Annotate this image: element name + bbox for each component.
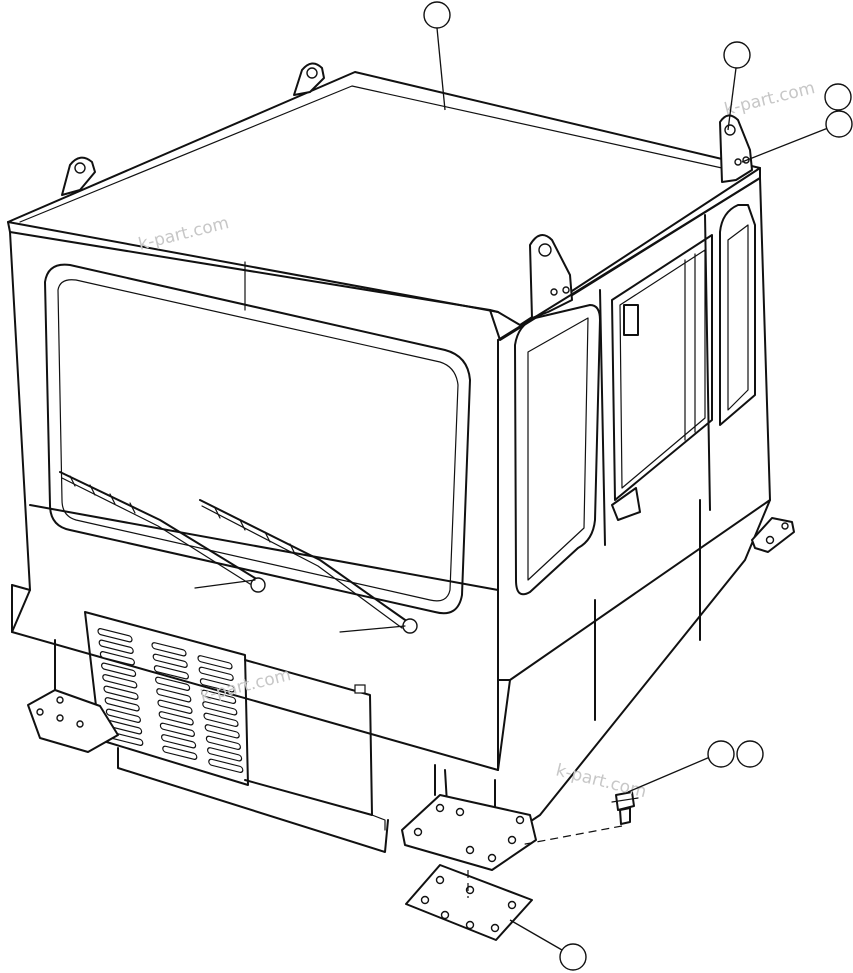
wiper-right (199, 499, 418, 634)
side-window-front (514, 304, 601, 596)
watermark-2: k-part.com (722, 78, 817, 120)
grille-louvre (197, 655, 233, 670)
grille-louvre (157, 699, 193, 714)
watermark-4: k-part.com (554, 760, 649, 802)
grille-louvre (151, 642, 187, 657)
front-mount-pad-left (27, 689, 119, 753)
lift-eye-rear-right (719, 114, 753, 183)
callout-roof (423, 1, 451, 111)
grille-louvre (104, 697, 140, 712)
grille-louvre (208, 758, 244, 774)
grille-louvre (153, 665, 189, 680)
callout-mount-bolt-a (627, 740, 735, 793)
grille-louvre (205, 735, 241, 751)
grille-louvre (159, 722, 195, 737)
front-mount-pad-right (401, 794, 537, 871)
grille-louvre (102, 674, 138, 689)
mounting-bolt (611, 791, 639, 825)
grille-louvre (201, 689, 237, 705)
grille-louvre (198, 666, 234, 682)
side-window-rear (719, 204, 756, 426)
grille-louvre (158, 711, 194, 726)
side-door-window (611, 234, 713, 521)
grille-louvre (199, 678, 235, 693)
grille-louvre (99, 651, 136, 666)
grille-louvre (162, 745, 198, 760)
grille-louvre (103, 685, 139, 700)
grille-louvre (152, 653, 188, 668)
callout-bolt-b (741, 110, 853, 163)
callout-mount-bolt-b (736, 740, 764, 768)
assembly-line-bolt (519, 825, 623, 846)
front-grille-panel (84, 611, 249, 786)
rear-mount-pad (751, 517, 795, 553)
callout-bolt-a (824, 83, 852, 111)
callout-lift-bracket (723, 41, 751, 131)
grille-louvre (202, 701, 238, 716)
grille-louvre (207, 747, 243, 762)
grille-louvre (98, 639, 134, 654)
roof-panel (7, 71, 761, 341)
grille-louvre (161, 734, 197, 749)
callout-mount-plate (509, 919, 587, 971)
cab-side-body (494, 177, 771, 846)
wiper-left (59, 471, 266, 593)
mounting-plate (405, 864, 533, 941)
grille-louvre (100, 662, 137, 677)
grille-louvre (97, 628, 133, 643)
grille-louvre (105, 708, 142, 723)
grille-louvre (203, 712, 239, 728)
lift-eye-left (61, 156, 96, 196)
lift-eye-rear (293, 62, 325, 96)
front-windshield (44, 263, 471, 615)
lift-eye-front-right (529, 234, 573, 319)
grille-louvre (155, 676, 191, 691)
grille-louvre (204, 724, 240, 739)
grille-louvre (156, 688, 192, 703)
